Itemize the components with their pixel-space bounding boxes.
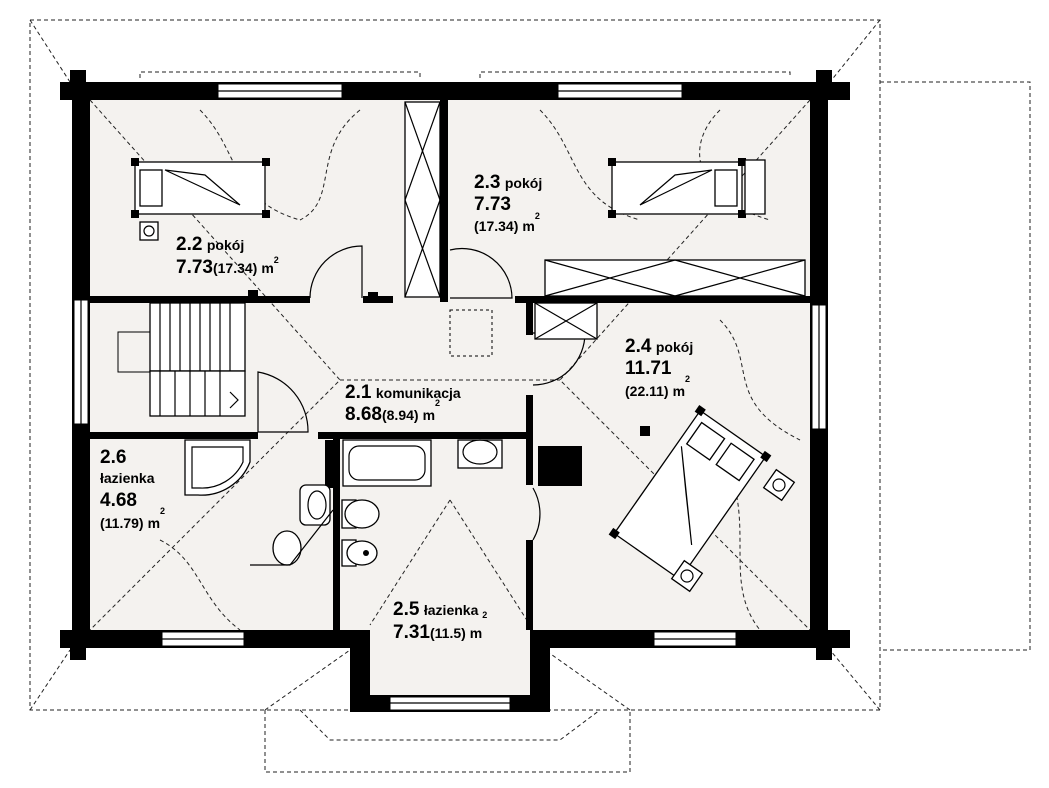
- room-gross-area: (17.34): [213, 260, 257, 276]
- room-unit-exponent: 2: [160, 506, 165, 516]
- label-room-2-2: 2.2 pokój 7.73(17.34)m2: [176, 234, 279, 278]
- svg-text:(22.11)m2: (22.11)m2: [625, 374, 690, 399]
- label-room-2-6: 2.6 łazienka 4.68 (11.79)m2: [100, 447, 165, 531]
- bed-2-4: [608, 405, 772, 585]
- room-name: pokój: [207, 237, 244, 253]
- room-number: 2.6: [100, 447, 126, 468]
- room-gross-area: (8.94): [382, 407, 419, 423]
- interior-walls: [90, 100, 810, 630]
- svg-text:(17.34)m2: (17.34)m2: [474, 211, 540, 234]
- label-room-2-5: 2.5 łazienka 7.31(11.5)m2: [393, 599, 487, 643]
- nightstands-2-4: [670, 468, 796, 593]
- room-unit-exponent: 2: [435, 398, 440, 408]
- room-number: 2.3: [474, 172, 500, 193]
- svg-text:2.1 komunikacja: 2.1 komunikacja: [345, 382, 461, 403]
- label-room-2-3: 2.3 pokój 7.73 (17.34)m2: [474, 172, 542, 234]
- room-number: 2.1: [345, 382, 372, 403]
- room-number: 2.5: [393, 599, 420, 620]
- svg-text:8.68(8.94)m2: 8.68(8.94)m2: [345, 398, 440, 425]
- svg-text:2.3 pokój: 2.3 pokój: [474, 172, 542, 193]
- room-area: 8.68: [345, 404, 382, 425]
- room-unit: m: [470, 625, 482, 641]
- svg-text:2.4 pokój: 2.4 pokój: [625, 336, 693, 357]
- label-room-2-1: 2.1 komunikacja 8.68(8.94)m2: [345, 382, 461, 425]
- room-gross-area: (22.11): [625, 383, 669, 399]
- room-area: 7.73: [474, 194, 511, 215]
- room-area: 7.73: [176, 257, 213, 278]
- label-room-2-4: 2.4 pokój 11.71 (22.11)m2: [625, 336, 693, 399]
- room-unit: m: [261, 260, 273, 276]
- room-name: komunikacja: [376, 385, 461, 401]
- room-gross-area: (11.79): [100, 515, 144, 531]
- bathroom-2-6-fixtures: [184, 439, 334, 566]
- room-unit-exponent: 2: [535, 211, 540, 221]
- svg-text:2.2 pokój: 2.2 pokój: [176, 234, 244, 255]
- bed-2-2: [131, 158, 270, 241]
- staircase: [117, 302, 246, 417]
- room-unit-exponent: 2: [482, 610, 487, 620]
- room-gross-area: (17.34): [474, 218, 518, 234]
- room-unit-exponent: 2: [274, 255, 279, 265]
- room-area: 7.31: [393, 622, 430, 643]
- svg-text:7.73(17.34)m2: 7.73(17.34)m2: [176, 255, 279, 278]
- room-name: łazienka: [424, 602, 479, 618]
- room-unit: m: [673, 383, 685, 399]
- bathroom-2-5-fixtures: [341, 439, 503, 567]
- room-gross-area: (11.5): [430, 625, 466, 641]
- svg-text:2.5 łazienka: 2.5 łazienka: [393, 599, 479, 620]
- room-area: 4.68: [100, 490, 137, 511]
- svg-text:7.31(11.5)m2: 7.31(11.5)m2: [393, 610, 487, 643]
- room-unit: m: [423, 407, 435, 423]
- room-name: pokój: [505, 175, 542, 191]
- room-area: 11.71: [625, 358, 672, 379]
- room-name: pokój: [656, 339, 693, 355]
- wardrobes: [404, 101, 806, 357]
- room-number: 2.2: [176, 234, 202, 255]
- room-number: 2.4: [625, 336, 652, 357]
- room-unit-exponent: 2: [685, 374, 690, 384]
- bed-2-3: [608, 158, 766, 218]
- roof-outline: [29, 19, 1031, 773]
- svg-text:(11.79)m2: (11.79)m2: [100, 506, 165, 531]
- room-name: łazienka: [100, 470, 155, 486]
- room-unit: m: [148, 515, 160, 531]
- windows: [73, 83, 827, 711]
- room-unit: m: [522, 218, 534, 234]
